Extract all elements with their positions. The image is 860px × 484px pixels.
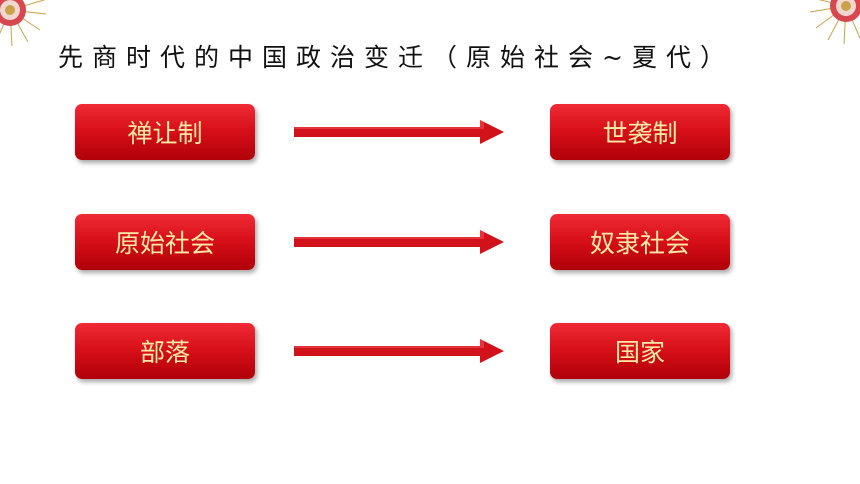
box-to-1-label: 世袭制 [602,119,678,148]
corner-flower-left-icon [0,0,47,47]
arrow-right-icon [294,120,504,144]
corner-flower-right-icon [809,0,860,45]
page-title: 先商时代的中国政治变迁（原始社会~夏代） [58,43,734,72]
box-from-3-label: 部落 [139,338,190,367]
box-from-1: 禅让制 [75,104,255,160]
box-from-3: 部落 [75,323,255,379]
arrow-right-icon [294,339,504,363]
box-from-2: 原始社会 [75,214,255,270]
box-to-2-label: 奴隶社会 [589,229,690,258]
box-to-3-label: 国家 [614,338,665,367]
box-to-3: 国家 [550,323,730,379]
box-to-2: 奴隶社会 [550,214,730,270]
arrow-right-icon [294,230,504,254]
box-from-2-label: 原始社会 [114,229,215,258]
box-from-1-label: 禅让制 [127,119,203,148]
box-to-1: 世袭制 [550,104,730,160]
